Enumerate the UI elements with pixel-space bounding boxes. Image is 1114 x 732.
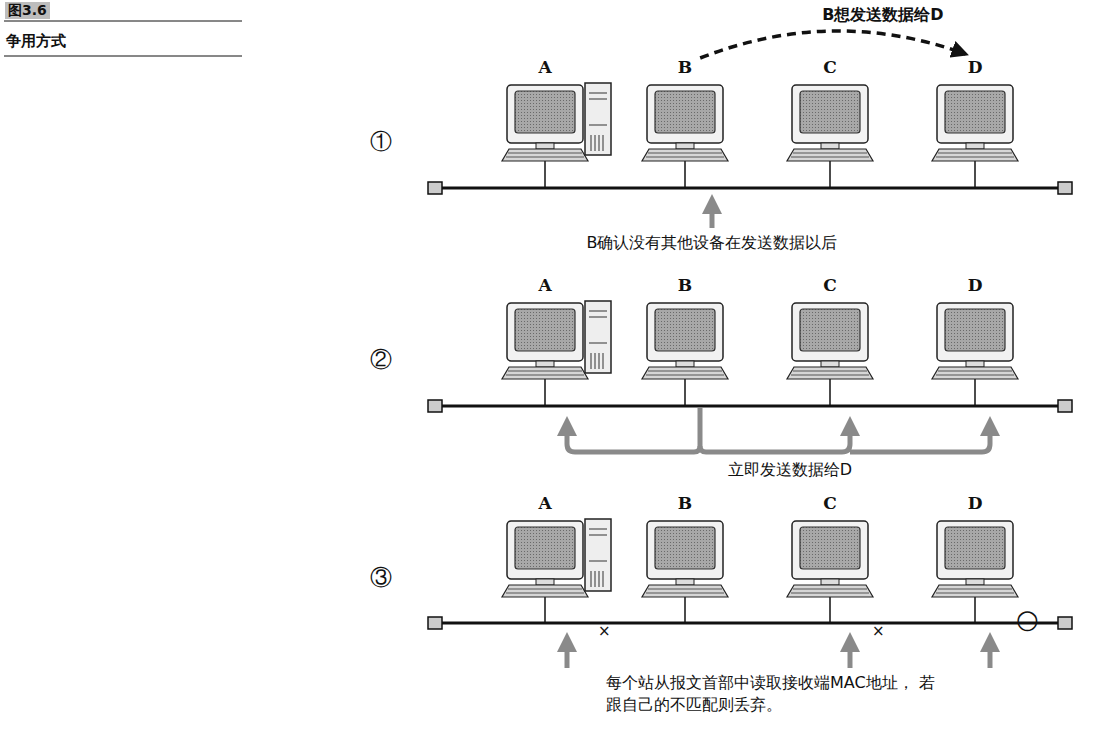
- computer-label: C: [819, 56, 841, 78]
- station-name: C: [823, 274, 837, 296]
- computer-label: C: [819, 492, 841, 514]
- station-name: C: [823, 492, 837, 514]
- computer-label: D: [964, 274, 987, 296]
- station-name: D: [968, 274, 983, 296]
- station-name: D: [968, 492, 983, 514]
- figure-number: 图3.6: [5, 2, 50, 19]
- computer-label: A: [534, 56, 555, 78]
- annotation: 每个站从报文首部中读取接收端MAC地址， 若跟自己的不匹配则丢弃。: [606, 672, 936, 716]
- computer-label: C: [819, 274, 841, 296]
- station-name: D: [968, 56, 983, 78]
- computer-label: D: [964, 492, 987, 514]
- station-name: A: [538, 492, 551, 514]
- station-name: B: [678, 56, 692, 78]
- reject-mark: ×: [872, 620, 885, 642]
- dashed-arrow: [700, 31, 965, 58]
- computer-label: B: [674, 56, 696, 78]
- figure-caption: 争用方式: [6, 30, 66, 52]
- computer-label: B: [674, 274, 696, 296]
- station-name: C: [823, 56, 837, 78]
- annotation: B确认没有其他设备在发送数据以后: [587, 232, 838, 254]
- computer-label: B: [674, 492, 696, 514]
- step-number: ②: [370, 349, 392, 371]
- accept-mark: ○: [1016, 608, 1039, 630]
- station-name: B: [678, 492, 692, 514]
- station-name: B: [678, 274, 692, 296]
- station-name: A: [538, 274, 551, 296]
- annotation: 立即发送数据给D: [728, 459, 852, 481]
- computer-label: A: [534, 274, 555, 296]
- station-name: A: [538, 56, 551, 78]
- step-number: ③: [370, 567, 392, 589]
- reject-mark: ×: [598, 620, 611, 642]
- step-number: ①: [370, 131, 392, 153]
- computer-label: D: [964, 56, 987, 78]
- edge-label: B想发送数据给D: [822, 4, 943, 26]
- computer-label: A: [534, 492, 555, 514]
